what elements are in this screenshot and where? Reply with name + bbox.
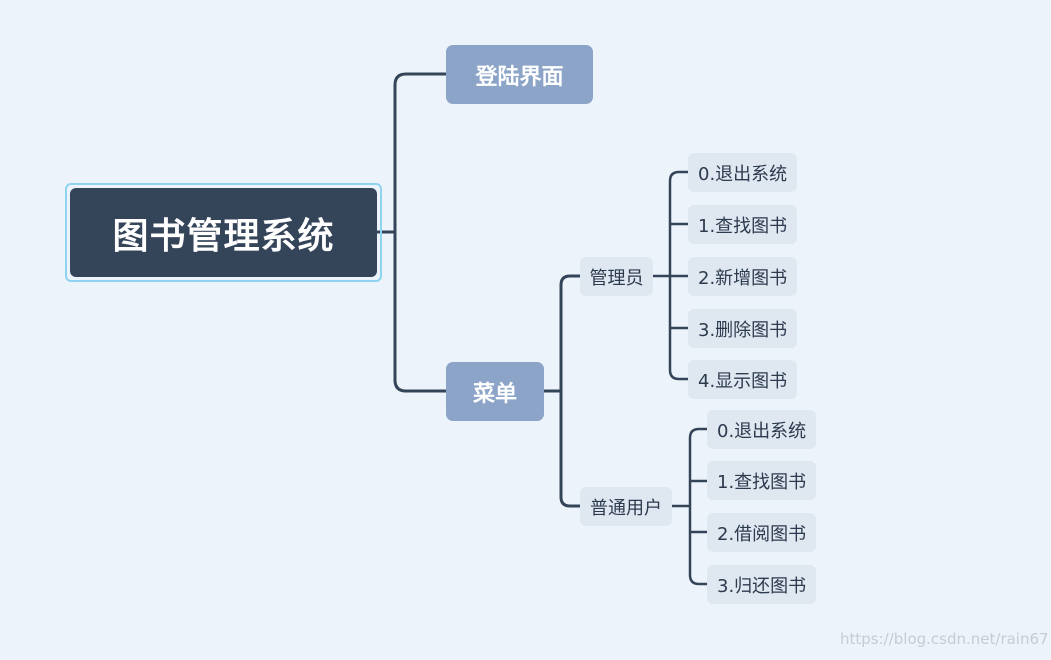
user-item-borrow-book[interactable]: 2.借阅图书 — [707, 513, 817, 552]
root-node[interactable]: 图书管理系统 — [70, 188, 377, 277]
role-admin-node[interactable]: 管理员 — [580, 257, 653, 296]
connector-admin-items — [651, 170, 690, 381]
branch-menu-node[interactable]: 菜单 — [446, 362, 544, 421]
user-item-return-book[interactable]: 3.归还图书 — [707, 565, 817, 604]
admin-item-show-books[interactable]: 4.显示图书 — [688, 360, 798, 399]
watermark-text: https://blog.csdn.net/rain67 — [840, 630, 1049, 648]
user-item-exit[interactable]: 0.退出系统 — [707, 410, 817, 449]
connector-menu-roles — [541, 274, 582, 508]
admin-item-search-book[interactable]: 1.查找图书 — [688, 205, 798, 244]
admin-item-add-book[interactable]: 2.新增图书 — [688, 257, 798, 296]
connector-root-branches — [376, 72, 448, 393]
admin-item-exit[interactable]: 0.退出系统 — [688, 153, 798, 192]
user-item-search-book[interactable]: 1.查找图书 — [707, 461, 817, 500]
admin-item-delete-book[interactable]: 3.删除图书 — [688, 309, 798, 348]
connector-user-items — [670, 427, 709, 586]
root-node-selection-outline — [65, 183, 382, 282]
role-user-node[interactable]: 普通用户 — [580, 487, 672, 526]
branch-login-node[interactable]: 登陆界面 — [446, 45, 593, 104]
